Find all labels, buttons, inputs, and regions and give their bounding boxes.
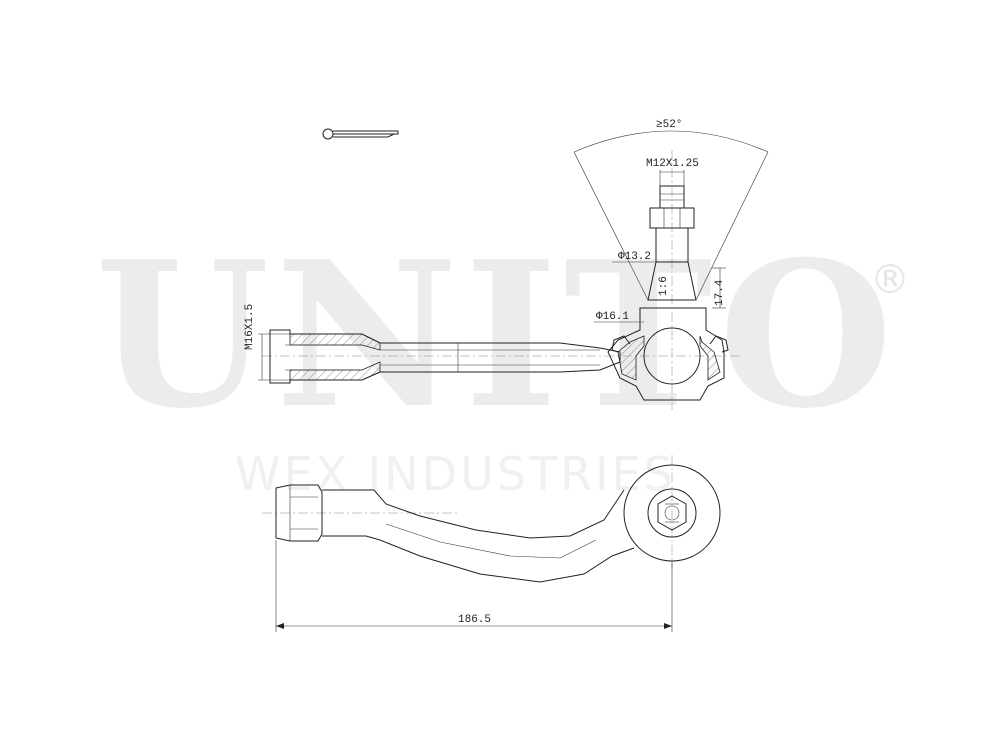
height-label: 17.4 — [714, 279, 726, 306]
rod-thread-label: M16X1.5 — [244, 304, 256, 350]
angle-leg-left — [573, 151, 649, 301]
taper-label: 1:6 — [658, 276, 670, 296]
boot-right — [709, 335, 729, 353]
arm-lower-edge — [322, 535, 635, 583]
socket-housing — [607, 307, 725, 401]
stud-diameter-label: Φ13.2 — [618, 251, 651, 263]
boot-left — [611, 335, 631, 353]
watermark-brand: UNITO — [95, 218, 899, 453]
castle-nut — [649, 207, 695, 229]
length-label: 186.5 — [458, 614, 491, 626]
cotter-pin — [322, 128, 399, 140]
watermark-company: WEX INDUSTRIES — [235, 447, 676, 501]
plan-view: 186.5 — [262, 455, 721, 632]
angle-label: ≥52° — [656, 119, 682, 131]
stud-thread-end — [659, 185, 685, 208]
watermark: UNITO ® WEX INDUSTRIES — [95, 218, 910, 501]
arm-upper-edge — [322, 489, 625, 539]
nut-outer — [647, 488, 697, 538]
stud-thread-label: M12X1.25 — [646, 158, 699, 170]
castle-nut-hex — [657, 495, 687, 531]
arm-rib — [385, 523, 597, 559]
ball-joint — [643, 327, 701, 385]
angle-leg-right — [695, 151, 769, 301]
housing-left-section — [617, 335, 645, 381]
housing-right-section — [699, 335, 721, 381]
stud-end — [664, 505, 680, 521]
watermark-registered-mark: ® — [870, 257, 910, 303]
rod-hex — [275, 484, 323, 542]
side-view: ≥52° M12X1.25 Φ13.2 1:6 Φ16.1 17.4 M16X1… — [244, 119, 769, 410]
angle-arc — [573, 130, 769, 153]
ball-diameter-label: Φ16.1 — [596, 311, 629, 323]
